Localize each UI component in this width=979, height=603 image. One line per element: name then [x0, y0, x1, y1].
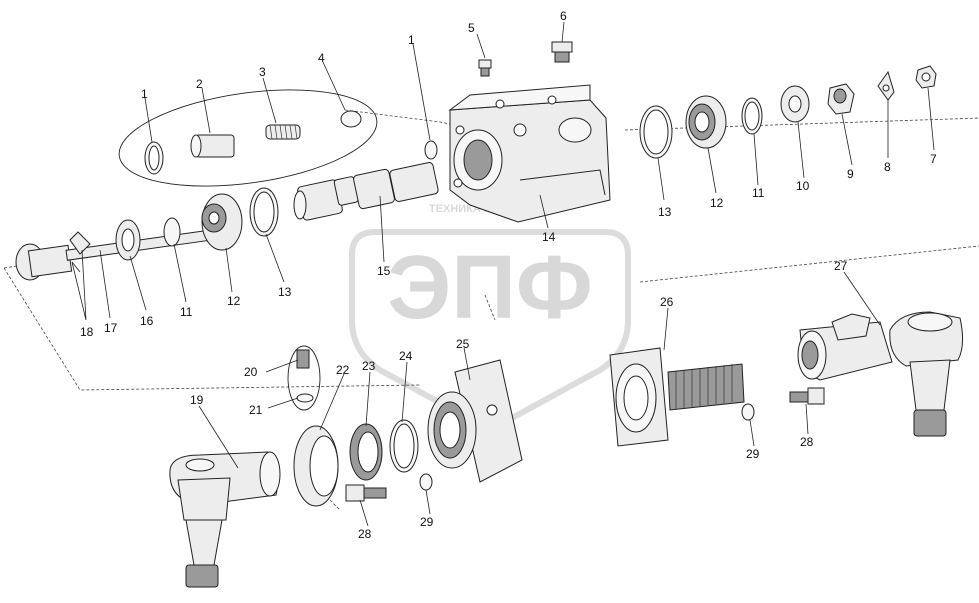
label-part-28-lower: 28: [358, 527, 372, 541]
part-2-sleeve: [190, 134, 235, 158]
part-21-washer: [296, 393, 314, 403]
label-part-12-left: 12: [227, 294, 241, 308]
part-15-spool: [293, 162, 439, 221]
part-25-cover-flange: [427, 359, 523, 483]
label-part-7: 7: [930, 152, 937, 166]
label-part-24: 24: [399, 349, 413, 363]
label-part-16: 16: [140, 314, 154, 328]
outline-dashed-ticks: [329, 294, 496, 511]
label-part-8: 8: [884, 160, 891, 174]
part-28-bolt-lower: [345, 484, 387, 502]
label-part-26: 26: [660, 295, 674, 309]
label-part-20: 20: [244, 365, 258, 379]
label-part-28-upper: 28: [800, 435, 814, 449]
part-1-ring-small: [424, 140, 438, 160]
leader-lines: [71, 21, 935, 527]
watermark-brand: ЭПФ: [387, 238, 593, 338]
label-part-15: 15: [377, 264, 391, 278]
part-7-nut: [915, 65, 937, 89]
part-8-lock-washer: [877, 70, 895, 101]
part-5-plug: [478, 59, 492, 77]
label-part-10: 10: [796, 179, 810, 193]
label-part-1-housing: 1: [408, 33, 415, 47]
label-part-6: 6: [560, 9, 567, 23]
part-23-seal: [349, 423, 383, 481]
part-12-seal-left: [201, 193, 243, 251]
label-part-13-right: 13: [658, 205, 672, 219]
part-11-ring-left: [163, 217, 181, 247]
repair-kit-group: [118, 89, 378, 187]
part-9-nut: [827, 83, 855, 115]
label-part-9: 9: [847, 167, 854, 181]
part-10-washer: [780, 85, 810, 123]
part-22-clamp-ring: [293, 425, 339, 507]
label-part-22: 22: [336, 363, 350, 377]
part-29-washer-lower: [419, 473, 433, 491]
label-part-27: 27: [834, 259, 848, 273]
part-18-cotter: [69, 231, 91, 273]
part-28-bolt-upper: [789, 387, 825, 405]
label-part-5: 5: [468, 21, 475, 35]
watermark-shield: [349, 229, 631, 434]
label-part-11-left: 11: [180, 305, 193, 319]
label-part-13-left: 13: [278, 285, 292, 299]
part-3-spring: [265, 124, 301, 140]
part-19-ball-joint: [169, 451, 281, 588]
label-part-23: 23: [362, 359, 376, 373]
label-part-29-upper: 29: [746, 447, 760, 461]
part-4-disc: [340, 110, 362, 128]
label-part-19: 19: [190, 393, 204, 407]
label-part-3: 3: [259, 65, 266, 79]
part-26-threaded-flange: [609, 347, 745, 447]
parts-20-21-group: [287, 345, 321, 411]
part-6-plug: [551, 41, 573, 63]
part-number-labels: 1 2 3 4 1 5 6 13 12 11 10 9 8 7 14 15 18…: [80, 9, 937, 541]
part-20-screw: [296, 349, 310, 369]
repair-kit-ellipse: [118, 89, 378, 187]
label-part-18: 18: [80, 325, 94, 339]
part-16-bushing: [115, 219, 141, 261]
label-part-11-right: 11: [752, 186, 765, 200]
label-part-29-lower: 29: [420, 515, 434, 529]
label-part-12-right: 12: [710, 196, 724, 210]
part-29-washer-upper: [741, 403, 755, 421]
part-27-tie-rod-end: [797, 311, 964, 437]
label-part-1: 1: [141, 87, 148, 101]
label-part-17: 17: [104, 321, 118, 335]
label-part-25: 25: [456, 337, 470, 351]
part-14-valve-housing: [448, 84, 611, 223]
part-12-seal: [685, 95, 727, 149]
label-part-14: 14: [542, 230, 556, 244]
label-part-2: 2: [196, 77, 203, 91]
label-part-4: 4: [318, 51, 325, 65]
label-part-21: 21: [249, 403, 263, 417]
